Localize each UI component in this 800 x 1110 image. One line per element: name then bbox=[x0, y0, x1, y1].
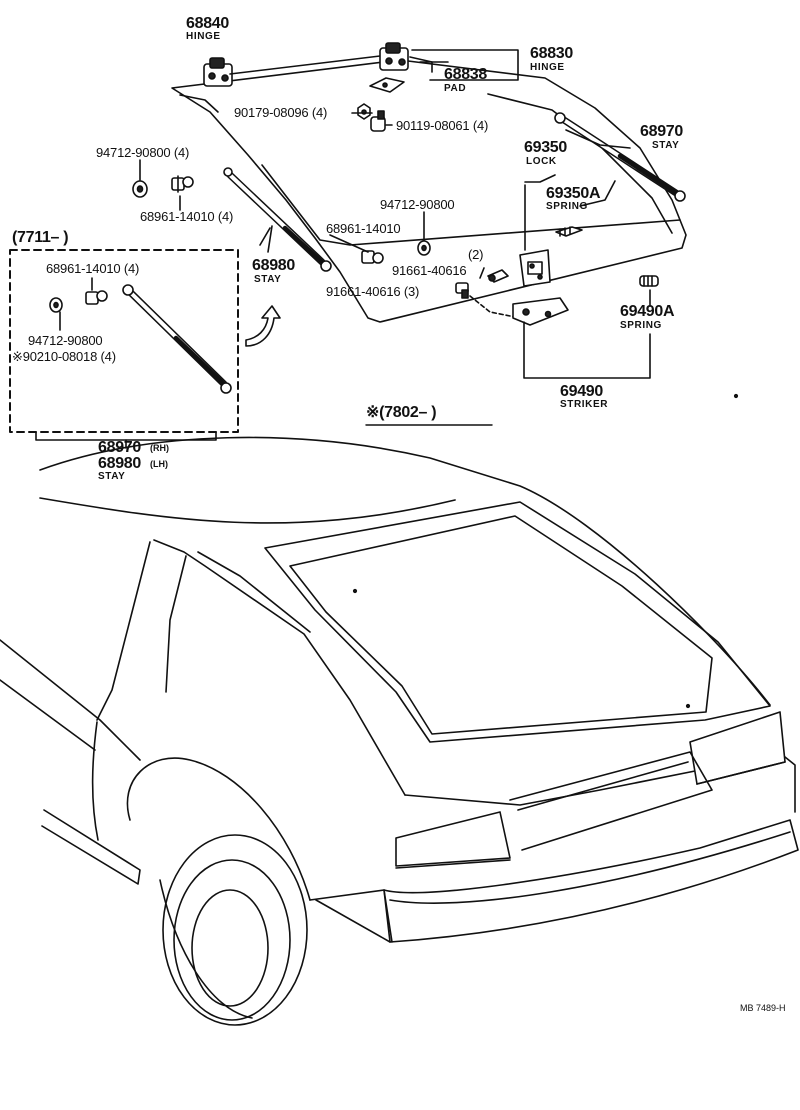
bolt-number: 90119-08061 (4) bbox=[396, 118, 489, 133]
screw-a-leader bbox=[479, 267, 485, 279]
washer-94712-mid bbox=[417, 211, 431, 256]
spring-name: SPRING bbox=[546, 201, 588, 212]
screw-a-number: 91661-40616 bbox=[392, 263, 467, 278]
stay-l-leader bbox=[259, 227, 271, 246]
ball-mid-number: 68961-14010 bbox=[326, 221, 401, 236]
hinge-left-name: HINGE bbox=[186, 31, 221, 42]
hinge-right-number: 68830 bbox=[530, 45, 573, 62]
nut-90179 bbox=[357, 103, 371, 120]
screw-91661-b bbox=[455, 282, 521, 319]
lock-name: LOCK bbox=[526, 156, 557, 167]
screw-91661-a bbox=[487, 269, 509, 283]
car-body bbox=[0, 436, 799, 1026]
hinge-right-name: HINGE bbox=[530, 62, 565, 73]
stay-right-name: STAY bbox=[652, 140, 680, 151]
stay-left bbox=[223, 167, 332, 272]
spring-number: 69350A bbox=[546, 185, 601, 202]
nut-number: 90179-08096 (4) bbox=[234, 105, 328, 120]
cushion-69490a bbox=[639, 275, 659, 287]
stay-left-name: STAY bbox=[254, 274, 282, 285]
stay-rh-tag: (RH) bbox=[150, 443, 169, 453]
inset-range: (7711– ) bbox=[12, 229, 69, 246]
hinge-bracket-line bbox=[411, 49, 519, 81]
hinge-right bbox=[379, 42, 433, 73]
lock-leader bbox=[579, 180, 616, 207]
drawing-code: MB 7489-H bbox=[740, 1003, 786, 1013]
cushion-number: 69490A bbox=[620, 303, 675, 320]
hinge-left-number: 68840 bbox=[186, 15, 229, 32]
striker-number: 69490 bbox=[560, 383, 603, 400]
lock-69350 bbox=[519, 174, 556, 287]
stay-lh-tag: (LH) bbox=[150, 459, 168, 469]
inset-box bbox=[9, 249, 239, 433]
pad bbox=[369, 77, 405, 93]
stay-left-number: 68980 bbox=[252, 257, 295, 274]
lock-number: 69350 bbox=[524, 139, 567, 156]
ball-stud-68961-mid bbox=[329, 234, 384, 264]
pad-name: PAD bbox=[444, 83, 467, 94]
striker-69490 bbox=[512, 297, 651, 379]
bolt-90119 bbox=[370, 110, 386, 132]
washer-94712-top bbox=[132, 180, 148, 198]
ball-stud-68961-top bbox=[171, 175, 194, 193]
ball-top-number: 68961-14010 (4) bbox=[140, 209, 234, 224]
screw-a-qty: (2) bbox=[468, 247, 484, 262]
stay-rh-number: 68970 bbox=[98, 439, 141, 456]
stay-lh-number: 68980 bbox=[98, 455, 141, 472]
inset-ball-number: 68961-14010 (4) bbox=[46, 261, 140, 276]
inset-bolt-number: ※90210-08018 (4) bbox=[12, 349, 116, 364]
pad-number: 68838 bbox=[444, 66, 487, 83]
arrow-icon bbox=[245, 305, 281, 347]
stay-r-leader bbox=[565, 129, 631, 149]
range-note: ※(7802– ) bbox=[366, 404, 437, 421]
striker-name: STRIKER bbox=[560, 399, 609, 410]
screw-b-number: 91661-40616 (3) bbox=[326, 284, 420, 299]
washer-top-number: 94712-90800 (4) bbox=[96, 145, 190, 160]
stay-right-number: 68970 bbox=[640, 123, 683, 140]
stay-bottom-name: STAY bbox=[98, 471, 126, 482]
washer-mid-number: 94712-90800 bbox=[380, 197, 455, 212]
cushion-name: SPRING bbox=[620, 320, 662, 331]
inset-washer-number: 94712-90800 bbox=[28, 333, 103, 348]
spring-69350a bbox=[555, 226, 583, 237]
stay-right bbox=[554, 112, 686, 202]
hinge-left bbox=[203, 55, 381, 87]
